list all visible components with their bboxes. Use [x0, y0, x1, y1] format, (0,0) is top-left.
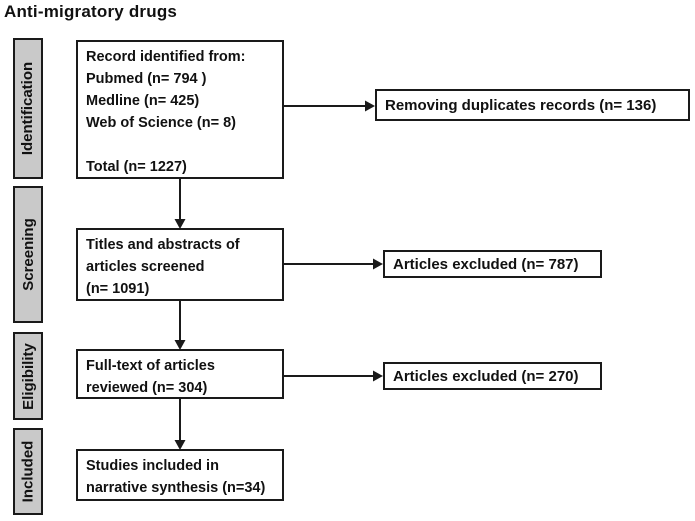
- arrow-fulltext-to-included: [174, 399, 186, 450]
- articles-excluded-787-box: Articles excluded (n= 787): [383, 250, 602, 278]
- records-line-medline: Medline (n= 425): [86, 93, 200, 109]
- records-line-spacer: [86, 134, 274, 156]
- stage-included: Included: [13, 428, 43, 515]
- fulltext-line-2: reviewed (n= 304): [86, 380, 208, 396]
- articles-excluded-787-label: Articles excluded (n= 787): [393, 255, 579, 273]
- records-line-total: Total (n= 1227): [86, 159, 187, 175]
- records-line-heading: Record identified from:: [86, 49, 246, 65]
- included-line-2: narrative synthesis (n=34): [86, 480, 266, 496]
- articles-excluded-270-label: Articles excluded (n= 270): [393, 367, 579, 385]
- articles-excluded-270-box: Articles excluded (n= 270): [383, 362, 602, 390]
- stage-identification: Identification: [13, 38, 43, 179]
- arrow-fulltext-to-excluded270: [284, 370, 383, 382]
- arrow-records-to-duplicates: [284, 100, 375, 112]
- fulltext-reviewed-box: Full-text of articles reviewed (n= 304): [76, 349, 284, 399]
- records-line-webofscience: Web of Science (n= 8): [86, 115, 237, 131]
- removing-duplicates-box: Removing duplicates records (n= 136): [375, 89, 690, 121]
- fulltext-line-1: Full-text of articles: [86, 358, 215, 374]
- stage-included-label: Included: [19, 440, 37, 503]
- records-line-pubmed: Pubmed (n= 794 ): [86, 71, 207, 87]
- titles-abstracts-screened-box: Titles and abstracts of articles screene…: [76, 228, 284, 301]
- records-identified-box: Record identified from: Pubmed (n= 794 )…: [76, 40, 284, 179]
- removing-duplicates-label: Removing duplicates records (n= 136): [385, 96, 657, 114]
- stage-identification-label: Identification: [19, 61, 37, 156]
- arrow-records-to-screened: [174, 179, 186, 229]
- stage-screening-label: Screening: [19, 218, 37, 291]
- arrow-screened-to-excluded787: [284, 258, 383, 270]
- diagram-title: Anti-migratory drugs: [4, 2, 178, 21]
- screened-line-3: (n= 1091): [86, 281, 150, 297]
- stage-eligibility-label: Eligibility: [19, 342, 37, 410]
- studies-included-box: Studies included in narrative synthesis …: [76, 449, 284, 501]
- stage-eligibility: Eligibility: [13, 332, 43, 420]
- screened-line-1: Titles and abstracts of: [86, 237, 240, 253]
- stage-screening: Screening: [13, 186, 43, 323]
- included-line-1: Studies included in: [86, 458, 219, 474]
- screened-line-2: articles screened: [86, 259, 205, 275]
- arrow-screened-to-fulltext: [174, 301, 186, 350]
